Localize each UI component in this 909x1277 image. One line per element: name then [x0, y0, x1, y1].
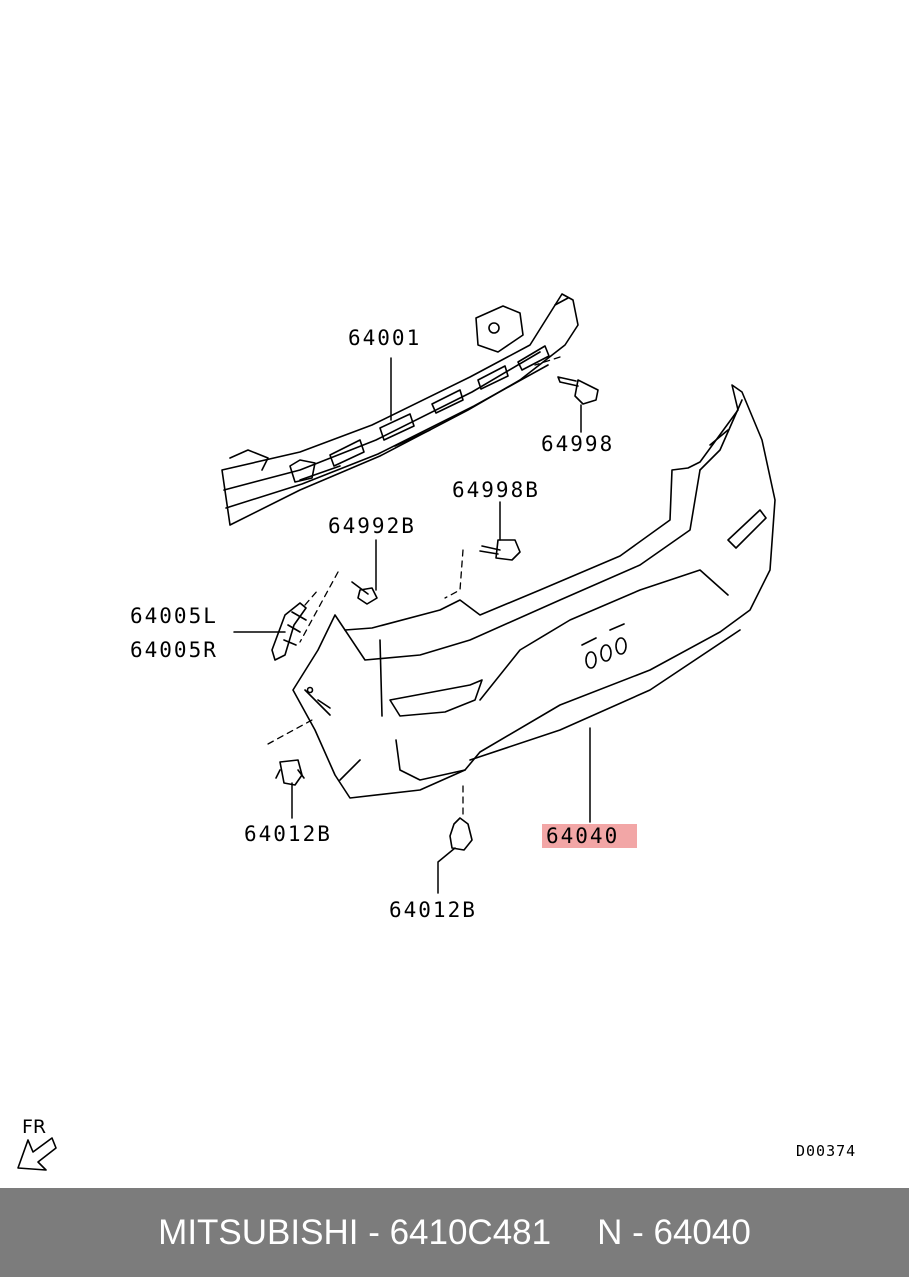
guide-lines: [267, 356, 561, 819]
part-label-64040-highlighted: 64040: [542, 824, 638, 848]
screw-64992b: [351, 581, 378, 605]
part-label-64005l: 64005L: [130, 604, 218, 628]
bolt-64998: [557, 376, 599, 405]
footer-reference: N - 64040: [597, 1212, 751, 1252]
part-label-64005r: 64005R: [130, 638, 218, 662]
part-label-64998b: 64998B: [452, 478, 540, 502]
front-direction-arrow-icon: [17, 1137, 57, 1171]
direction-label: FR: [22, 1116, 47, 1138]
part-label-64012b-left: 64012B: [244, 822, 332, 846]
leader-lines: [233, 357, 591, 894]
diagram-code: D00374: [796, 1142, 857, 1160]
part-label-64001: 64001: [348, 326, 422, 350]
part-label-64998: 64998: [541, 432, 615, 456]
clip-64005: [271, 602, 307, 661]
bumper-reinforcement-beam: [221, 293, 579, 526]
footer-brand-part-number: MITSUBISHI - 6410C481: [158, 1212, 552, 1252]
part-label-64992b: 64992B: [328, 514, 416, 538]
clip-64012b-bottom: [449, 817, 473, 851]
rear-bumper-cover: [292, 384, 776, 799]
part-label-64012b-bottom: 64012B: [389, 898, 477, 922]
clip-64012b-left: [275, 759, 305, 786]
bolt-64998b: [479, 539, 521, 561]
footer-bar: MITSUBISHI - 6410C481 N - 64040: [0, 1188, 909, 1277]
parts-diagram: [17, 293, 776, 1171]
